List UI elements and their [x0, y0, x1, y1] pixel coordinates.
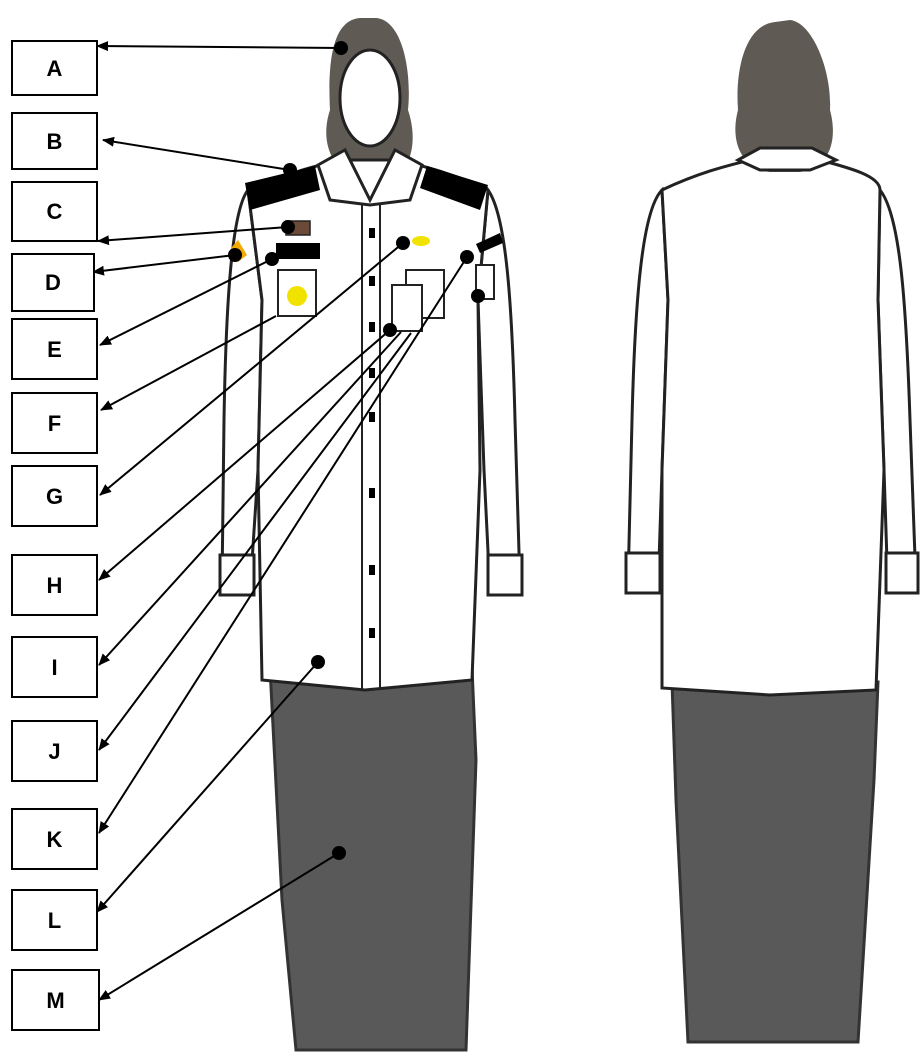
- back-left-cuff: [626, 553, 660, 593]
- label-h-text: H: [47, 573, 63, 598]
- dot-k: [460, 250, 474, 264]
- front-left-cuff: [220, 555, 254, 595]
- label-a-text: A: [47, 56, 63, 81]
- label-box-c: C: [12, 182, 97, 241]
- label-k-text: K: [47, 827, 63, 852]
- dot-k2: [471, 289, 485, 303]
- dot-h: [383, 323, 397, 337]
- label-box-g: G: [12, 466, 97, 526]
- front-shirt-body: [248, 160, 488, 690]
- front-face: [340, 50, 400, 146]
- leader-d: [93, 255, 235, 272]
- label-e-text: E: [47, 337, 62, 362]
- dot-d: [228, 248, 242, 262]
- dot-a: [334, 41, 348, 55]
- back-shirt-body: [662, 160, 884, 695]
- label-box-e: E: [12, 319, 97, 379]
- label-box-l: L: [12, 890, 97, 950]
- leader-b: [103, 140, 290, 170]
- id-card: [392, 285, 422, 331]
- black-name-plate: [276, 243, 320, 259]
- label-boxes: A B C D E F G H: [12, 41, 99, 1030]
- label-box-j: J: [12, 721, 97, 781]
- label-d-text: D: [45, 270, 61, 295]
- label-box-d: D: [12, 254, 94, 311]
- label-b-text: B: [47, 129, 63, 154]
- front-skirt: [270, 668, 476, 1050]
- front-figure: [220, 18, 522, 1050]
- label-box-a: A: [12, 41, 97, 95]
- dot-c: [281, 220, 295, 234]
- label-g-text: G: [46, 484, 63, 509]
- label-i-text: I: [51, 655, 57, 680]
- label-f-text: F: [48, 411, 61, 436]
- front-right-cuff: [488, 555, 522, 595]
- left-pocket-badge: [287, 286, 307, 306]
- back-collar: [738, 148, 836, 170]
- back-skirt: [672, 682, 878, 1042]
- label-j-text: J: [48, 739, 60, 764]
- leader-a: [97, 46, 341, 48]
- label-box-b: B: [12, 113, 97, 169]
- dot-g: [396, 236, 410, 250]
- label-box-h: H: [12, 555, 97, 615]
- label-c-text: C: [47, 199, 63, 224]
- dot-l: [311, 655, 325, 669]
- label-l-text: L: [48, 908, 61, 933]
- back-right-cuff: [886, 553, 918, 593]
- dot-b: [283, 163, 297, 177]
- label-box-f: F: [12, 393, 97, 453]
- dot-e: [265, 252, 279, 266]
- label-box-k: K: [12, 809, 97, 869]
- label-box-i: I: [12, 637, 97, 697]
- label-m-text: M: [46, 988, 64, 1013]
- yellow-pin: [412, 236, 430, 246]
- dot-m: [332, 846, 346, 860]
- back-right-sleeve: [878, 190, 916, 592]
- back-figure: [626, 20, 918, 1042]
